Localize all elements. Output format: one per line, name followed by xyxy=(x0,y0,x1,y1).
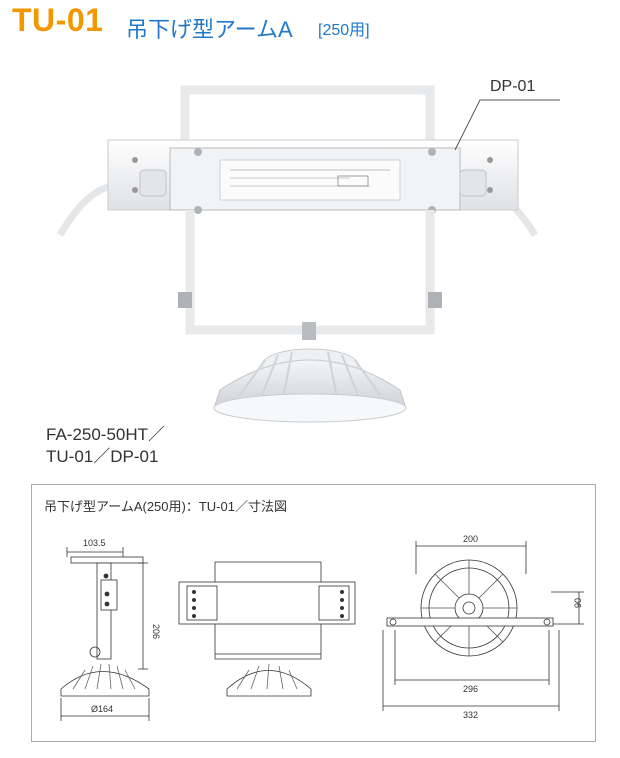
dim-width-200: 200 xyxy=(463,534,478,544)
dim-height-90: 90 xyxy=(573,598,583,608)
drawing-caption: 吊下げ型アームA(250用)：TU-01／寸法図 xyxy=(44,499,287,514)
dim-width-296: 296 xyxy=(463,684,478,694)
upper-arm xyxy=(180,85,435,160)
lower-yoke xyxy=(185,210,435,335)
dim-diameter: Ø164 xyxy=(91,704,113,714)
dim-height: 206 xyxy=(151,624,161,639)
cable-left xyxy=(56,181,116,237)
product-code: TU-01 xyxy=(12,2,104,38)
lamp-lens xyxy=(213,393,407,423)
model-line-1: FA-250-50HT／ xyxy=(46,425,166,444)
dimension-drawings: 103.5 206 Ø164 xyxy=(60,534,584,721)
model-line-2: TU-01／DP-01 xyxy=(46,447,159,466)
callout-label: DP-01 xyxy=(490,78,536,95)
side-view xyxy=(60,547,150,721)
product-capacity: [250用] xyxy=(318,22,370,39)
dim-width-332: 332 xyxy=(463,710,478,720)
product-name: 吊下げ型アームA xyxy=(126,17,293,42)
product-photo xyxy=(56,85,560,423)
model-list: FA-250-50HT／ TU-01／DP-01 xyxy=(46,424,165,468)
callout-leader xyxy=(454,99,560,151)
dim-top-width: 103.5 xyxy=(83,538,106,548)
front-view xyxy=(178,561,356,697)
top-view xyxy=(382,541,584,711)
